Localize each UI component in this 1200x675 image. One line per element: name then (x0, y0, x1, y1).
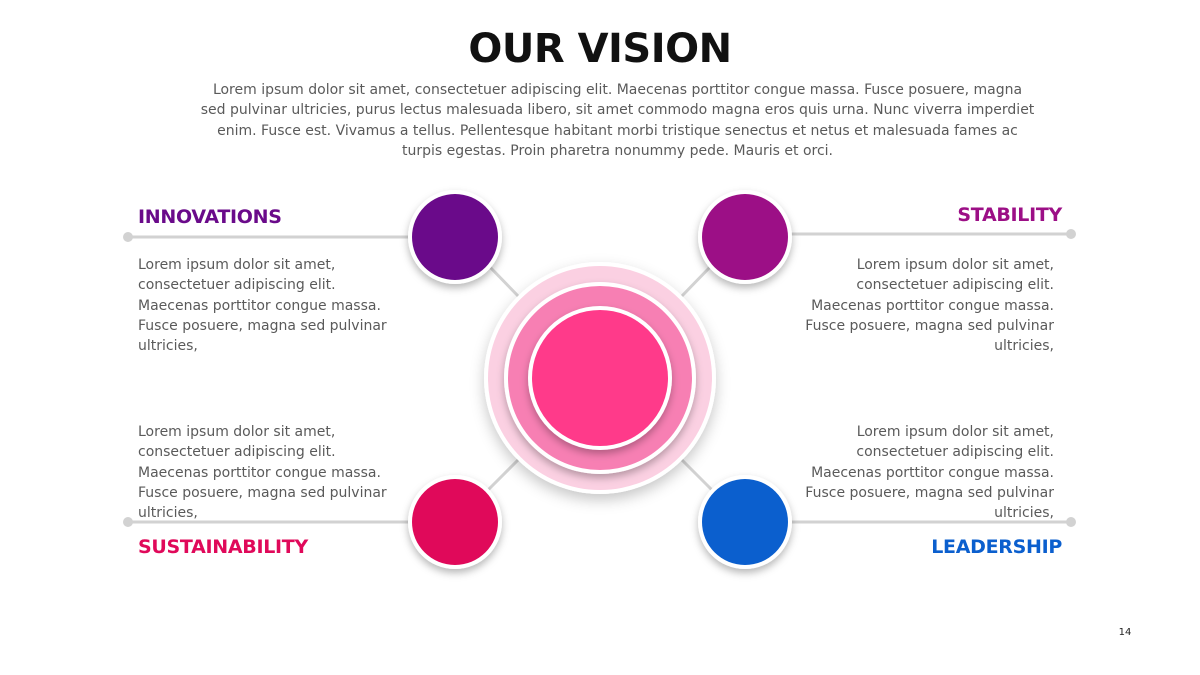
center-core (532, 310, 668, 446)
heading-stability: STABILITY (957, 204, 1062, 226)
connector-leadership (788, 517, 1076, 527)
center-hub (484, 262, 716, 494)
spoke-sustainability (486, 456, 522, 492)
page-title: OUR VISION (468, 26, 732, 72)
spoke-leadership (678, 456, 714, 492)
heading-innovations: INNOVATIONS (138, 206, 282, 228)
intro-paragraph: Lorem ipsum dolor sit amet, consectetuer… (200, 82, 1035, 159)
node-leadership-circle (698, 475, 792, 569)
text-sustainability: Lorem ipsum dolor sit amet, consectetuer… (138, 424, 387, 522)
page-number: 14 (1118, 627, 1132, 638)
text-innovations: Lorem ipsum dolor sit amet, consectetuer… (138, 257, 387, 355)
connector-innovations (123, 232, 412, 242)
connector-sustainability (123, 517, 412, 527)
node-stability-circle (698, 190, 792, 284)
text-leadership: Lorem ipsum dolor sit amet, consectetuer… (805, 424, 1054, 522)
node-innovations-circle (408, 190, 502, 284)
node-sustainability-circle (408, 475, 502, 569)
spoke-stability (678, 263, 714, 300)
spoke-innovations (486, 263, 522, 300)
connector-stability (788, 229, 1076, 239)
text-stability: Lorem ipsum dolor sit amet, consectetuer… (805, 257, 1054, 355)
heading-sustainability: SUSTAINABILITY (138, 536, 308, 558)
heading-leadership: LEADERSHIP (931, 536, 1062, 558)
